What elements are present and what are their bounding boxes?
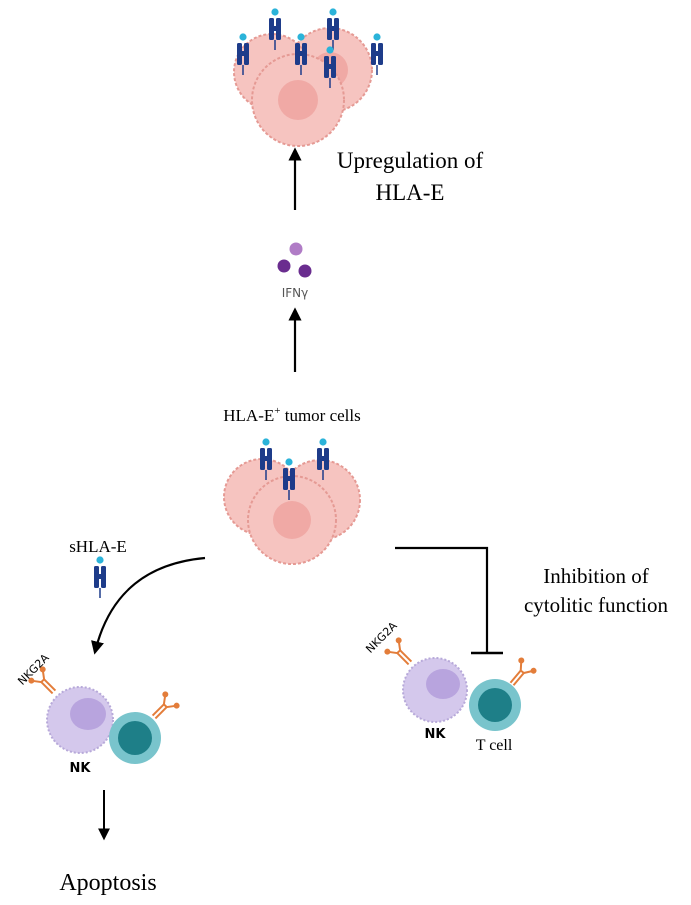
upregulation-label-line1: Upregulation of bbox=[337, 148, 484, 173]
ifn-molecule bbox=[289, 242, 303, 256]
shla-e-label: sHLA-E bbox=[69, 537, 127, 556]
apoptosis-label: Apoptosis bbox=[59, 870, 156, 896]
arrow-to-nk-left bbox=[91, 556, 206, 655]
inhibition-label-line2: cytolitic function bbox=[524, 593, 669, 617]
tumor-cells-label: HLA-E+ tumor cells bbox=[223, 405, 360, 425]
nk-cell-right bbox=[402, 657, 468, 723]
t-cell-right bbox=[469, 679, 521, 731]
ifn-gamma-label: IFNγ bbox=[282, 286, 309, 300]
ifn-molecule bbox=[298, 264, 312, 278]
nkg2a-label-right: NKG2A bbox=[363, 619, 400, 656]
ifn-molecule bbox=[277, 259, 291, 273]
t-cell-left bbox=[109, 712, 161, 764]
tumor-cell-middle-front bbox=[247, 475, 337, 565]
nk-cell-left bbox=[46, 686, 114, 754]
tumor-cell-top-front bbox=[251, 53, 345, 147]
nkg2a-receptor-right bbox=[382, 635, 419, 672]
tumor-cluster-top bbox=[233, 7, 384, 147]
nk-label-right: NK bbox=[425, 727, 447, 742]
t-cell-label: T cell bbox=[476, 737, 513, 754]
ifn-gamma-molecules bbox=[277, 242, 312, 278]
inhibition-line bbox=[395, 546, 489, 652]
tumor-cluster-middle bbox=[223, 437, 361, 565]
inhibition-label-line1: Inhibition of bbox=[543, 564, 649, 588]
shla-e-receptor bbox=[93, 555, 107, 599]
upregulation-label-line2: HLA-E bbox=[376, 180, 445, 205]
nk-label-left: NK bbox=[70, 761, 92, 776]
